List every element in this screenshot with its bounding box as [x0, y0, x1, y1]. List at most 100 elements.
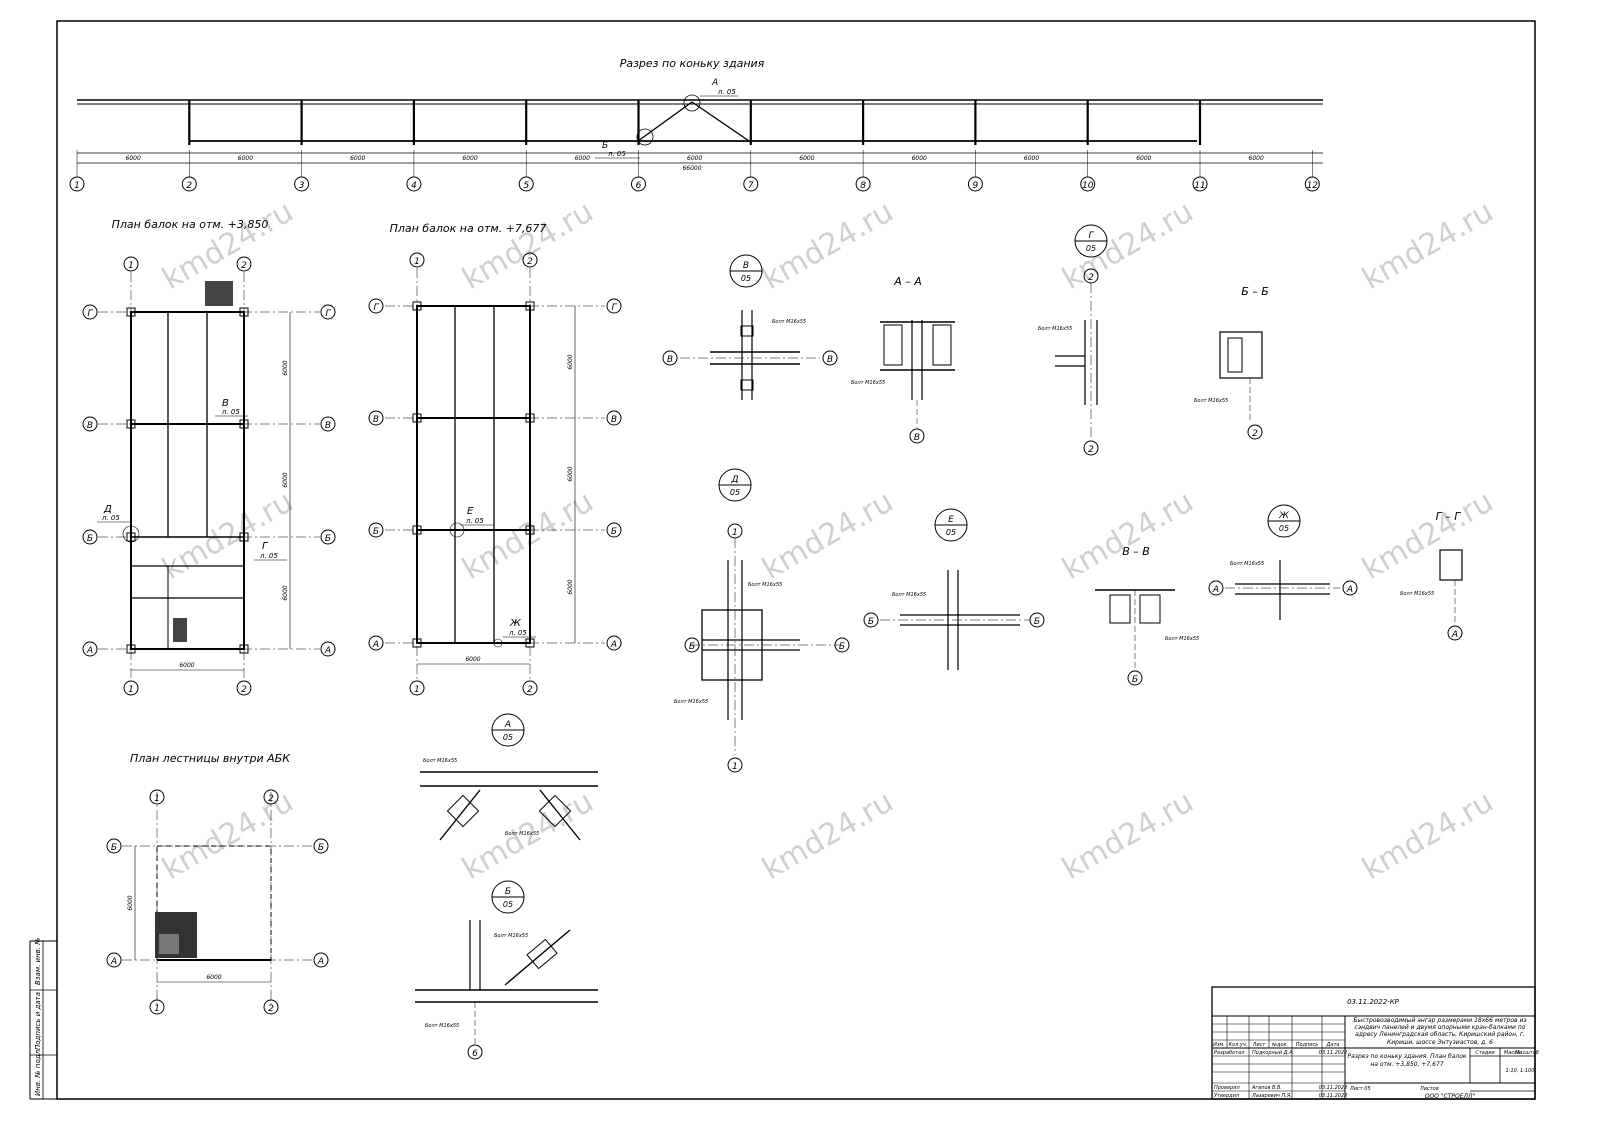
node-v: В 05 В В Болт М16х55 [662, 254, 838, 400]
stamp-project-box: Быстровозводимый ангар размерами 18х66 м… [1353, 1017, 1527, 1046]
node-letter: Б [505, 887, 511, 897]
node-zh: Ж 05 А А Болт М16х55 [1208, 504, 1358, 620]
bolt-label: Болт М16х55 [425, 1023, 459, 1029]
plan2-callout-sheet: л. 05 [465, 517, 484, 525]
stamp-col-header: Кол.уч. [1229, 1042, 1248, 1048]
node-letter: Г [1088, 231, 1094, 241]
node-e: Е 05 Б Б Болт М16х55 [863, 508, 1045, 670]
watermark: kmd24.ru [1057, 194, 1200, 297]
node-g-axis: 2 [1088, 273, 1094, 283]
node-g-axis: 2 [1088, 445, 1094, 455]
plan1-axis-right: А [324, 646, 331, 656]
watermarks: kmd24.ru kmd24.ru kmd24.ru kmd24.ru kmd2… [157, 194, 1500, 887]
section-a-a: А – А В Болт М16х55 [851, 275, 955, 444]
stamp-mass: Масса [1504, 1050, 1520, 1056]
node-sheet: 05 [1086, 244, 1096, 253]
bolt-label: Болт М16х55 [423, 758, 457, 764]
stair-axis-top: 1 [154, 794, 160, 804]
ridge-section-title: Разрез по коньку здания [620, 57, 765, 70]
plan2-axis-bottom: 2 [527, 685, 533, 695]
stamp-sheet: Лист 05 [1349, 1086, 1371, 1092]
stamp-code: 03.11.2022-КР [1347, 998, 1400, 1006]
plan1-axis-left: Б [87, 534, 93, 544]
ridge-callout-b-sheet: л. 05 [607, 150, 626, 158]
watermark: kmd24.ru [1357, 484, 1500, 587]
section-title: А – А [893, 275, 922, 288]
ridge-axis-label: 5 [523, 181, 529, 191]
plan1-callout: В [222, 398, 229, 409]
node-zh-axis: А [1346, 585, 1353, 595]
node-v-axis: В [827, 355, 833, 365]
section-axis: А [1451, 630, 1458, 640]
ridge-total-dim: 66000 [682, 165, 701, 172]
watermark: kmd24.ru [1057, 484, 1200, 587]
bolt-label: Болт М16х55 [851, 380, 885, 386]
plan2-axis-left: Г [373, 303, 379, 313]
plan2-title: План балок на отм. +7,677 [390, 222, 547, 235]
plan2-axis-left: А [372, 640, 379, 650]
node-d-axis: Б [839, 642, 845, 652]
stamp-role: Утвердил [1214, 1093, 1240, 1099]
ridge-span-dim: 6000 [1024, 155, 1039, 162]
plan1-dim-y: 6000 [282, 585, 289, 600]
section-axis: В [914, 433, 920, 443]
bolt-label: Болт М16х55 [674, 699, 708, 705]
bolt-label: Болт М16х55 [1194, 398, 1228, 404]
plan2-axis-right: Б [611, 527, 617, 537]
ridge-span-dim: 6000 [687, 155, 702, 162]
node-d: Д 05 1 1 Б Б Болт М16х55 Болт М16х55 [674, 468, 850, 773]
section-title: Б – Б [1241, 285, 1269, 298]
plan2-axis-right: А [610, 640, 617, 650]
plan1-axis-right: Г [325, 309, 331, 319]
section-axis: Б [1132, 675, 1138, 685]
bolt-label: Болт М16х55 [748, 582, 782, 588]
ridge-axis-label: 12 [1307, 181, 1319, 191]
plan1-dim-x: 6000 [179, 662, 194, 669]
ridge-axis-label: 6 [636, 181, 642, 191]
ridge-callout-a-sheet: л. 05 [717, 88, 736, 96]
stamp-name: Лазаревич П.Я. [1251, 1093, 1292, 1099]
watermark: kmd24.ru [157, 484, 300, 587]
plan1-axis-left: Г [87, 309, 93, 319]
plan1-axis-left: А [86, 646, 93, 656]
stamp-role: Проверил [1214, 1085, 1240, 1091]
node-d-axis: Б [689, 642, 695, 652]
stamp-date: 03.11.2022 [1319, 1093, 1348, 1099]
stamp-date: 03.11.2022 [1319, 1050, 1348, 1056]
ridge-callout-a: А [711, 78, 718, 88]
plan1-axis-bottom: 2 [241, 685, 247, 695]
watermark: kmd24.ru [1057, 784, 1200, 887]
node-e-axis: Б [1034, 617, 1040, 627]
stair-plan-title: План лестницы внутри АБК [130, 752, 291, 765]
ridge-span-dim: 6000 [912, 155, 927, 162]
stair-axis-bottom: 1 [154, 1004, 160, 1014]
node-letter: В [743, 261, 749, 271]
ridge-span-dim: 6000 [462, 155, 477, 162]
stamp-col-header: Лист [1252, 1042, 1267, 1048]
ridge-span-dim: 6000 [799, 155, 814, 162]
node-d-axis: 1 [732, 528, 738, 538]
stamp-col-header: №док. [1271, 1042, 1288, 1048]
plan2-callout-sheet: л. 05 [508, 629, 527, 637]
stamp-project: Быстровозводимый ангар размерами 18х66 м… [1353, 1017, 1527, 1046]
stair-dim-y: 6000 [127, 895, 134, 910]
node-e-axis: Б [868, 617, 874, 627]
node-letter: Е [948, 515, 954, 525]
node-letter: А [504, 720, 511, 730]
side-stamp-replace: Взам. инв. № [34, 937, 42, 985]
ridge-axis-label: 2 [186, 181, 192, 191]
bolt-label: Болт М16х55 [1400, 591, 1434, 597]
ridge-axis-label: 8 [860, 181, 866, 191]
node-zh-axis: А [1212, 585, 1219, 595]
section-b-b: Б – Б 2 Болт М16х55 [1194, 285, 1269, 440]
plan2-axis-bottom: 1 [414, 685, 420, 695]
plan1-axis-right: В [325, 421, 331, 431]
plan1-callout: Д [103, 504, 112, 515]
node-sheet: 05 [741, 274, 751, 283]
ridge-section: Разрез по коньку здания А л. 05 Б л. 05 … [69, 57, 1323, 192]
stamp-name: Агапов В.В. [1251, 1085, 1282, 1091]
side-stamp: Инв. № подл. Подпись и дата Взам. инв. № [29, 937, 58, 1100]
node-letter: Ж [1278, 511, 1289, 521]
section-g-g: Г – Г А Болт М16х55 [1400, 510, 1463, 641]
